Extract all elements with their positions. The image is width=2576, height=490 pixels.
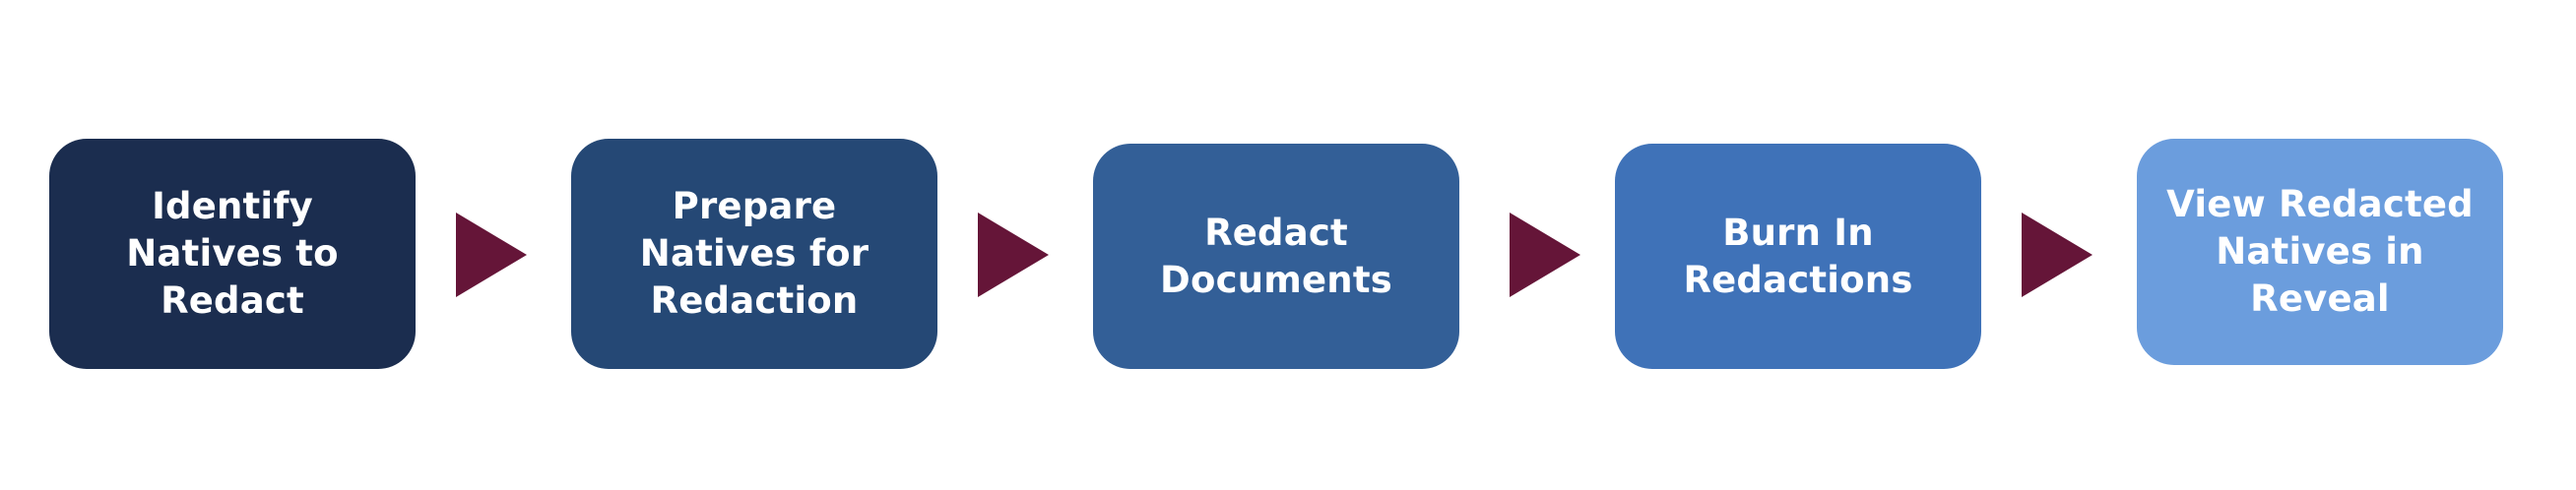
flow-arrow-icon [978, 213, 1049, 297]
step-redact-documents: Redact Documents [1093, 144, 1459, 369]
step-label: Identify Natives to Redact [126, 185, 339, 322]
step-identify-natives: Identify Natives to Redact [49, 139, 416, 369]
flow-arrow-icon [2022, 213, 2093, 297]
step-prepare-natives: Prepare Natives for Redaction [571, 139, 937, 369]
step-label: View Redacted Natives in Reveal [2166, 183, 2474, 320]
step-label: Redact Documents [1160, 211, 1392, 301]
step-label: Burn In Redactions [1683, 211, 1913, 301]
flow-arrow-icon [1510, 213, 1580, 297]
step-view-redacted-natives: View Redacted Natives in Reveal [2137, 139, 2503, 365]
flow-arrow-icon [456, 213, 527, 297]
step-burn-in-redactions: Burn In Redactions [1615, 144, 1981, 369]
step-label: Prepare Natives for Redaction [639, 185, 869, 322]
